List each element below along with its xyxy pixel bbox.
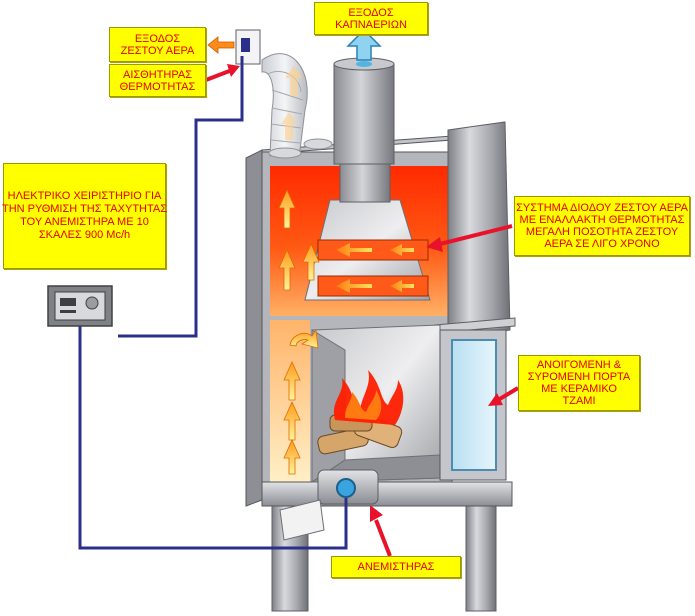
hot-air-outlet-line-2: ΖΕΣΤΟΥ ΑΕΡΑ: [120, 44, 195, 57]
thermostat-sensor-icon: [241, 38, 250, 52]
flue-outlet-line-1: ΕΞΟΔΟΣ: [348, 6, 394, 19]
controller-device: [47, 285, 113, 327]
front-column: [434, 121, 516, 341]
thermostat-sensor-label: ΑΙΣΘΗΤΗΡΑΣ ΘΕΡΜΟΤΗΤΑΣ: [109, 64, 206, 97]
flue-outlet-label: ΕΞΟΔΟΣ ΚΑΠΝΑΕΡΙΩΝ: [314, 2, 428, 35]
air-inlet-box: [279, 499, 325, 541]
warm-air-arrows: [278, 189, 429, 475]
controller-knob-icon: [85, 296, 99, 310]
chimney-pipe: [333, 63, 395, 165]
controller-line-2: ΤΗΝ ΡΥΘΜΙΣΗ ΤΗΣ ΤΑΧΥΤΗΤΑΣ: [1, 203, 168, 215]
door-line-1: ΑΝΟΙΓΟΜΕΝΗ &: [536, 359, 622, 371]
fan-label: ΑΝΕΜΙΣΤΗΡΑΣ: [331, 556, 461, 578]
fan-icon: [336, 478, 356, 498]
hot-air-outlet-line-1: ΕΞΟΔΟΣ: [134, 32, 181, 45]
flue-arrow-icon: [346, 28, 382, 61]
thermostat-sensor-line-2: ΘΕΡΜΟΤΗΤΑΣ: [119, 80, 196, 93]
door-line-2: ΣΥΡΟΜΕΝΗ ΠΟΡΤΑ: [527, 371, 631, 383]
door: [439, 329, 507, 481]
control-wiring: [78, 56, 348, 550]
hot-air-system-line-1: ΣΥΣΤΗΜΑ ΔΙΟΔΟΥ ΖΕΣΤΟΥ ΑΕΡΑ: [516, 202, 688, 214]
fan-assembly: [279, 469, 379, 541]
hot-air-outlet-label: ΕΞΟΔΟΣ ΖΕΣΤΟΥ ΑΕΡΑ: [109, 27, 206, 62]
door-line-3: ΜΕ ΚΕΡΑΜΙΚΟ: [541, 383, 617, 395]
controller-display-icon: [60, 298, 76, 306]
firebox: [310, 324, 441, 483]
controller-line-3: ΤΟΥ ΑΝΕΜΙΣΤΗΡΑ ΜΕ 10: [20, 216, 149, 228]
hot-air-system-line-2: ΜΕ ΕΝΑΛΛΑΚΤΗ ΘΕΡΜΟΤΗΤΑΣ: [519, 214, 685, 226]
thermostat-sensor-line-1: ΑΙΣΘΗΤΗΡΑΣ: [122, 68, 192, 81]
fan-line-1: ΑΝΕΜΙΣΤΗΡΑΣ: [357, 561, 435, 573]
controller-line-1: ΗΛΕΚΤΡΙΚΟ ΧΕΙΡΙΣΤΗΡΙΟ ΓΙΑ: [7, 190, 162, 202]
hot-air-system-line-4: ΑΕΡΑ ΣΕ ΛΙΓΟ ΧΡΟΝΟ: [544, 238, 660, 250]
ceramic-glass: [451, 339, 497, 471]
hot-air-system-label: ΣΥΣΤΗΜΑ ΔΙΟΔΟΥ ΖΕΣΤΟΥ ΑΕΡΑ ΜΕ ΕΝΑΛΛΑΚΤΗ …: [514, 196, 690, 256]
door-label: ΑΝΟΙΓΟΜΕΝΗ & ΣΥΡΟΜΕΝΗ ΠΟΡΤΑ ΜΕ ΚΕΡΑΜΙΚΟ …: [518, 355, 640, 411]
flue-outlet-line-2: ΚΑΠΝΑΕΡΙΩΝ: [335, 18, 407, 31]
pointer-arrows: [205, 64, 520, 557]
controller-line-4: ΣΚΑΛΕΣ 900 Mc/h: [38, 229, 131, 241]
door-line-4: ΤΖΑΜΙ: [562, 395, 596, 407]
controller-label: ΗΛΕΚΤΡΙΚΟ ΧΕΙΡΙΣΤΗΡΙΟ ΓΙΑ ΤΗΝ ΡΥΘΜΙΣΗ ΤΗ…: [1, 163, 168, 269]
hot-air-duct: [235, 29, 333, 159]
hot-air-outlet-arrow-icon: [207, 36, 235, 54]
hot-air-system-line-3: ΜΕΓΑΛΗ ΠΟΣΟΤΗΤΑ ΖΕΣΤΟΥ: [525, 226, 679, 238]
